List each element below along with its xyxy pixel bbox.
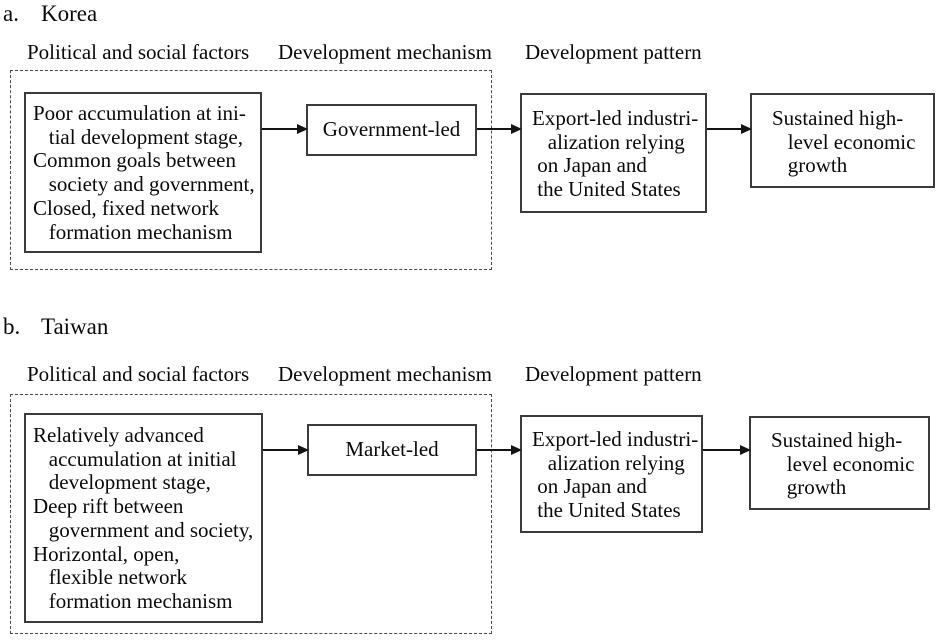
text-line: on Japan and xyxy=(532,474,647,499)
text-line: society and government, xyxy=(33,172,255,197)
text-line: tial development stage, xyxy=(33,124,243,149)
section-a-index: a. xyxy=(3,1,19,26)
mechanism-box-a: Government-led xyxy=(306,104,477,156)
text-line: level economic xyxy=(771,451,915,476)
text-line: Sustained high- xyxy=(772,106,904,130)
pattern-box-a: Export-led industri- alization relying o… xyxy=(520,93,707,213)
pattern-box-b: Export-led industri- alization relying o… xyxy=(520,415,703,533)
section-b-title: Taiwan xyxy=(41,314,109,339)
text-line: Export-led industri- xyxy=(532,106,699,130)
column-header-pattern-b: Development pattern xyxy=(525,362,702,386)
section-a-label: a. Korea xyxy=(3,1,97,27)
section-b-index: b. xyxy=(3,314,21,339)
arrow-factors-to-mechanism-b xyxy=(263,444,309,455)
factors-box-b: Relatively advanced accumulation at init… xyxy=(24,413,263,623)
dashed-group-border-b xyxy=(10,394,492,634)
factors-box-a: Poor accumulation at ini- tial developme… xyxy=(24,92,262,253)
text-line: development stage, xyxy=(33,470,211,495)
text-line: the United States xyxy=(532,498,681,523)
text-line: formation mechanism xyxy=(33,219,233,244)
column-header-mechanism-a: Development mechanism xyxy=(278,40,493,64)
text-line: Relatively advanced xyxy=(33,423,204,447)
text-line: Deep rift between xyxy=(33,494,184,519)
text-line: government and society, xyxy=(33,517,254,542)
arrow-pattern-to-outcome-b xyxy=(703,444,751,455)
text-line: formation mechanism xyxy=(33,588,233,613)
text-line: Export-led industri- xyxy=(532,427,699,451)
text-line: accumulation at initial xyxy=(33,446,237,471)
outcome-box-b: Sustained high- level economic growth xyxy=(749,416,930,510)
dashed-group-border-a xyxy=(10,70,492,270)
section-a-title: Korea xyxy=(41,1,98,26)
text-line: the United States xyxy=(532,177,681,202)
column-header-pattern-a: Development pattern xyxy=(525,40,702,64)
arrow-mechanism-to-pattern-a xyxy=(477,123,522,134)
column-header-mechanism-b: Development mechanism xyxy=(278,362,493,386)
text-line: Poor accumulation at ini- xyxy=(33,101,246,125)
text-line: flexible network xyxy=(33,565,187,590)
text-line: on Japan and xyxy=(532,153,647,178)
mechanism-label-a: Government-led xyxy=(322,117,461,142)
text-line: level economic xyxy=(772,129,916,154)
text-line: Sustained high- xyxy=(771,428,903,452)
column-header-factors-a: Political and social factors xyxy=(27,40,250,64)
text-line: alization relying xyxy=(532,450,685,475)
text-line: Common goals between xyxy=(33,148,236,173)
arrow-mechanism-to-pattern-b xyxy=(477,444,522,455)
arrow-factors-to-mechanism-a xyxy=(262,123,308,134)
text-line: Horizontal, open, xyxy=(33,541,180,566)
text-line: alization relying xyxy=(532,129,685,154)
mechanism-label-b: Market-led xyxy=(345,437,439,462)
mechanism-box-b: Market-led xyxy=(307,424,477,476)
column-header-factors-b: Political and social factors xyxy=(27,362,250,386)
text-line: growth xyxy=(771,475,847,500)
outcome-box-a: Sustained high- level economic growth xyxy=(750,93,935,188)
text-line: Closed, fixed network xyxy=(33,195,220,220)
arrow-pattern-to-outcome-a xyxy=(707,123,752,134)
section-b-label: b. Taiwan xyxy=(3,314,108,340)
text-line: growth xyxy=(772,153,848,178)
